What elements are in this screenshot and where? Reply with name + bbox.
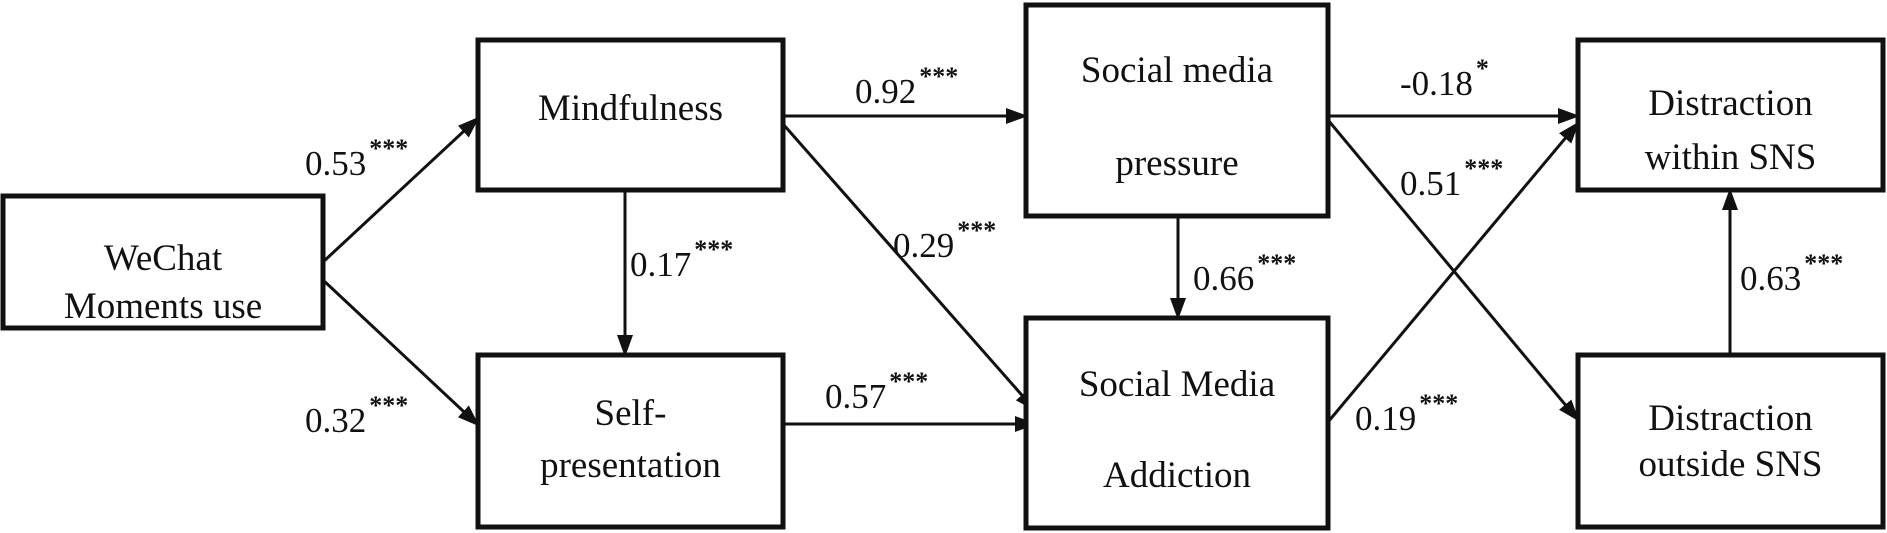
node-box: [1575, 37, 1886, 193]
node-label-line: Addiction: [1103, 455, 1251, 496]
coefficient-text: 0.29***: [893, 216, 996, 265]
node-label-line: pressure: [1115, 143, 1238, 184]
significance-stars: ***: [369, 391, 408, 420]
significance-stars: ***: [1419, 389, 1458, 418]
coefficient-value: 0.57: [825, 377, 886, 416]
coefficient-text: 0.63***: [1740, 249, 1843, 298]
node-box: [475, 37, 786, 193]
coefficient-value: 0.29: [893, 226, 954, 265]
node-label-line: WeChat: [104, 238, 223, 279]
significance-stars: ***: [1464, 154, 1503, 183]
significance-stars: ***: [889, 367, 928, 396]
coefficient-value: 0.19: [1355, 399, 1416, 438]
arrow-line: [781, 123, 1037, 412]
node-label-line: Mindfulness: [538, 88, 723, 129]
node-box: [0, 193, 326, 331]
significance-stars: ***: [1257, 249, 1296, 278]
arrow-line: [321, 116, 480, 264]
coefficient-text: 0.17***: [630, 235, 733, 284]
coefficient-label-social_media_pressure-to-distraction_outside: 0.51***: [1400, 154, 1503, 203]
path-arrow-social_media_pressure-to-distraction_outside: [1326, 119, 1580, 422]
node-label-line: Social media: [1081, 50, 1273, 91]
node-box: [1023, 315, 1331, 531]
edges-layer: [321, 108, 1738, 432]
coefficient-label-distraction_outside-to-distraction_within: 0.63***: [1740, 249, 1843, 298]
coefficient-value: -0.18: [1400, 64, 1473, 103]
node-label-line: Distraction: [1648, 83, 1812, 124]
significance-stars: ***: [1804, 249, 1843, 278]
significance-stars: ***: [919, 62, 958, 91]
arrow-line: [321, 278, 480, 427]
node-self-presentation: Self-presentation: [475, 352, 786, 530]
coefficient-value: 0.63: [1740, 259, 1801, 298]
node-distraction-outside: Distraction outside SNS: [1575, 352, 1886, 530]
coefficient-label-self_presentation-to-social_media_addiction: 0.57***: [825, 367, 928, 416]
significance-stars: ***: [694, 235, 733, 264]
node-box: [1575, 352, 1886, 530]
path-arrow-wechat-to-mindfulness: [321, 116, 480, 264]
coefficient-label-social_media_pressure-to-social_media_addiction: 0.66***: [1193, 249, 1296, 298]
labels-layer: 0.53***0.32***0.17***0.92***0.29***0.57*…: [305, 54, 1843, 440]
coefficient-text: 0.53***: [305, 134, 408, 183]
coefficient-text: 0.51***: [1400, 154, 1503, 203]
coefficient-value: 0.32: [305, 401, 366, 440]
node-label-line: within SNS: [1645, 137, 1817, 178]
coefficient-text: -0.18*: [1400, 54, 1489, 103]
node-label-line: Self-: [595, 393, 667, 434]
significance-stars: *: [1476, 54, 1489, 83]
node-mindfulness: Mindfulness: [475, 37, 786, 193]
coefficient-label-social_media_pressure-to-distraction_within: -0.18*: [1400, 54, 1489, 103]
coefficient-label-mindfulness-to-social_media_addiction: 0.29***: [893, 216, 996, 265]
node-social-media-pressure: Social media pressure: [1023, 2, 1331, 219]
coefficient-text: 0.92***: [855, 62, 958, 111]
coefficient-text: 0.57***: [825, 367, 928, 416]
coefficient-value: 0.92: [855, 72, 916, 111]
path-arrow-social_media_addiction-to-distraction_within: [1326, 121, 1580, 423]
arrow-line: [1326, 119, 1580, 422]
coefficient-value: 0.51: [1400, 164, 1461, 203]
node-label-line: Distraction: [1648, 398, 1812, 439]
path-arrow-wechat-to-self_presentation: [321, 278, 480, 427]
node-box: [475, 352, 786, 530]
node-box: [1023, 2, 1331, 219]
node-label-line: presentation: [540, 445, 721, 486]
coefficient-label-social_media_addiction-to-distraction_within: 0.19***: [1355, 389, 1458, 438]
path-arrow-mindfulness-to-social_media_addiction: [781, 123, 1037, 412]
arrow-line: [1326, 121, 1580, 423]
node-distraction-within: Distraction within SNS: [1575, 37, 1886, 193]
coefficient-label-wechat-to-mindfulness: 0.53***: [305, 134, 408, 183]
coefficient-label-mindfulness-to-self_presentation: 0.17***: [630, 235, 733, 284]
significance-stars: ***: [957, 216, 996, 245]
node-label-line: Social Media: [1079, 364, 1275, 405]
coefficient-text: 0.66***: [1193, 249, 1296, 298]
coefficient-text: 0.19***: [1355, 389, 1458, 438]
coefficient-label-wechat-to-self_presentation: 0.32***: [305, 391, 408, 440]
node-label-line: outside SNS: [1638, 444, 1822, 485]
coefficient-value: 0.17: [630, 245, 691, 284]
coefficient-value: 0.53: [305, 144, 366, 183]
coefficient-value: 0.66: [1193, 259, 1254, 298]
coefficient-text: 0.32***: [305, 391, 408, 440]
node-label-line: Moments use: [64, 286, 262, 327]
coefficient-label-mindfulness-to-social_media_pressure: 0.92***: [855, 62, 958, 111]
significance-stars: ***: [369, 134, 408, 163]
